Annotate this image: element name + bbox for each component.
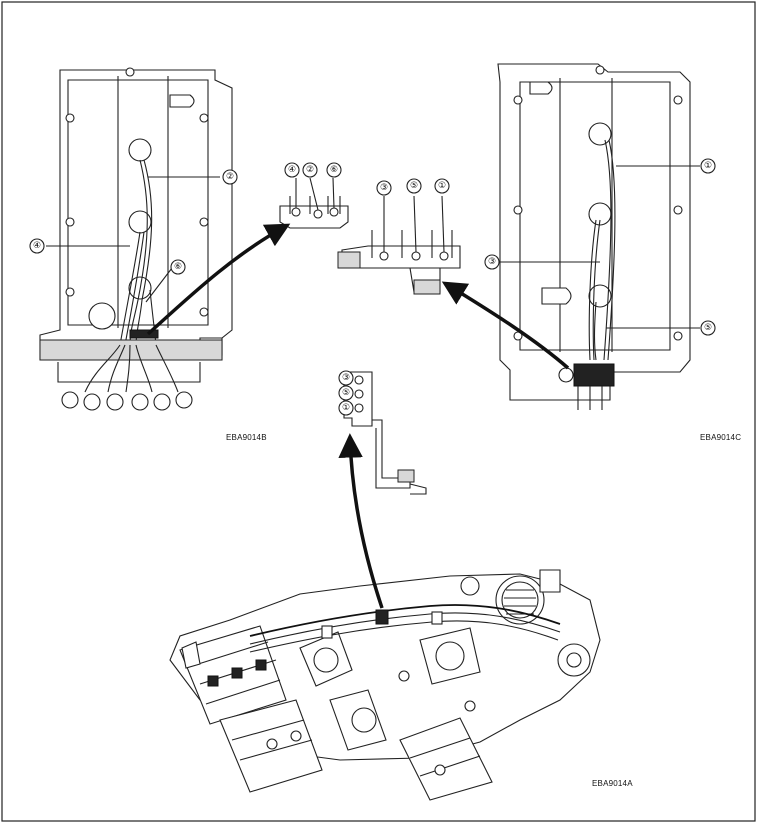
callout-left-6 [170,259,186,275]
left-bracket-slot-6: ⑥ [330,165,338,175]
arrow-right-head-to-bracket [441,281,570,370]
callout-right-3: ③ [488,257,496,267]
callout-left-4 [29,238,45,254]
center-bracket-slot-3: ③ [342,373,350,383]
right-cylinder-head: ① ③ ⑤ [484,63,716,410]
left-cylinder-head: ② ④ ⑥ [29,67,238,411]
callout-left-2 [222,169,238,185]
left-bracket-slot-4: ④ [288,165,296,175]
engine-assembly [169,569,601,801]
arrow-left-head-to-bracket [146,223,291,336]
callout-right-1: ① [704,161,712,171]
right-bracket-slot-5: ⑤ [410,181,418,191]
left-bracket-slot-2: ② [306,165,314,175]
callout-left-6-label: ⑥ [174,262,182,272]
right-wire-bracket: ③ ⑤ ① [337,178,461,295]
callout-left-4-label: ④ [33,241,41,251]
center-bracket-slot-1: ① [342,403,350,413]
figure-code-bottom: EBA9014A [592,779,633,788]
center-bracket-slot-5: ⑤ [342,388,350,398]
right-bracket-slot-1: ① [438,181,446,191]
arrow-engine-to-stand-bracket [338,433,384,609]
callout-right-5: ⑤ [704,323,712,333]
figure-code-left: EBA9014B [226,433,267,442]
figure-code-right: EBA9014C [700,433,741,442]
left-wire-bracket: ④ ② ⑥ [279,162,349,229]
left-plug-boots [61,344,193,411]
center-stand-bracket: ③ ⑤ ① [338,370,427,495]
right-bracket-slot-3: ③ [380,183,388,193]
callout-left-2-label: ② [226,172,234,182]
